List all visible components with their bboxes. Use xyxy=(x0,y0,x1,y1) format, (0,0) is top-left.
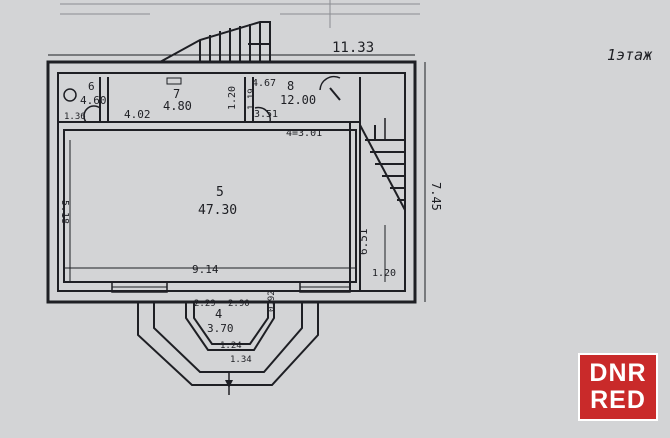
window xyxy=(299,281,351,293)
entrance-bay xyxy=(137,302,319,386)
dim-label: 5.18 xyxy=(59,200,70,224)
dim-label: 2.29 xyxy=(194,299,216,309)
room-6-area: 4.60 xyxy=(80,94,107,107)
window xyxy=(111,281,168,293)
room-8-area: 12.00 xyxy=(280,93,316,107)
dim-label: 9.14 xyxy=(192,263,219,276)
dim-label: 4.02 xyxy=(124,108,151,121)
room-4-area: 3.70 xyxy=(207,322,234,335)
room-6-number: 6 xyxy=(88,80,95,93)
interior-staircase xyxy=(359,118,406,211)
dim-label: 1.34 xyxy=(230,355,252,365)
dnr-red-watermark-logo: DNR RED xyxy=(578,353,658,421)
dim-label: 1.19 xyxy=(247,88,257,110)
room-5-number: 5 xyxy=(216,185,224,200)
outer-wall xyxy=(46,60,417,304)
dim-label: 0.92 xyxy=(267,290,277,312)
door-swing xyxy=(319,75,341,91)
exterior-staircase xyxy=(159,21,271,63)
toilet-fixture xyxy=(63,88,77,102)
room-5-outline xyxy=(63,129,357,283)
dim-label: 1.24 xyxy=(220,341,242,351)
dim-label: 3.51 xyxy=(254,109,278,120)
floor-label: 1этаж xyxy=(607,46,653,64)
room-7-number: 7 xyxy=(173,87,180,101)
inner-wall xyxy=(57,72,406,292)
logo-line-2: RED xyxy=(590,386,646,414)
dimension-lines xyxy=(48,54,426,302)
room-8-number: 8 xyxy=(287,79,294,93)
dim-overall-width: 11.33 xyxy=(332,40,374,56)
vent xyxy=(166,77,182,85)
door-swing xyxy=(254,106,271,123)
dim-label: 1.36 xyxy=(64,112,86,122)
dim-label: 4=3.01 xyxy=(286,128,322,139)
room-7-area: 4.80 xyxy=(163,99,192,113)
logo-line-1: DNR xyxy=(589,359,647,387)
dim-label: 6.51 xyxy=(357,229,370,256)
dim-label: 4.67 xyxy=(252,78,276,89)
room-4-number: 4 xyxy=(215,307,222,321)
room-5-area: 47.30 xyxy=(198,203,237,218)
dim-overall-height: 7.45 xyxy=(429,182,443,211)
dim-label: 2.90 xyxy=(228,299,250,309)
door-swing xyxy=(83,105,101,123)
dim-label: 1.20 xyxy=(372,268,396,279)
previous-sheet-remnant xyxy=(60,0,420,28)
dim-label: 1.20 xyxy=(227,86,238,110)
